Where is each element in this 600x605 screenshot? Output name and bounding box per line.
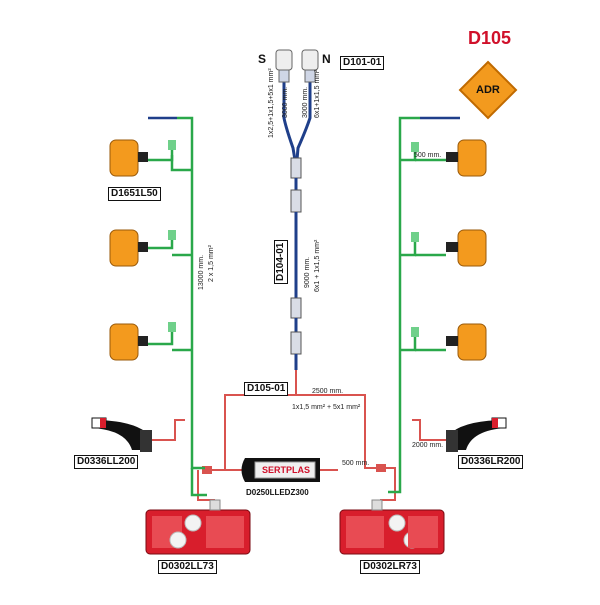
- adr-badge: [458, 60, 518, 120]
- label-main-harness: D101-01: [340, 56, 385, 70]
- outline-lamp-right: [412, 417, 507, 452]
- polarity-s: S: [258, 52, 267, 66]
- diagram-title: D105: [468, 28, 512, 48]
- plate-lamp: [241, 458, 320, 482]
- side-marker-lamps-right: [446, 139, 487, 361]
- plug-left: [202, 466, 212, 474]
- label-rear-left: D0302LL73: [158, 560, 217, 574]
- label-side-marker-left: D1651L50: [108, 187, 161, 201]
- label-extension: D104-01: [274, 239, 288, 284]
- polarity-n: N: [322, 52, 331, 66]
- text-plate-stub: 500 mm.: [342, 460, 370, 467]
- text-right-harness-spec: 6x1+1x1,5 mm²: [314, 69, 321, 118]
- plug-side-l1: [168, 140, 176, 150]
- text-extension-length: 9000 mm.: [304, 256, 311, 288]
- text-outline-stub: 2000 mm.: [412, 442, 444, 449]
- text-branch-length: 2500 mm.: [312, 388, 344, 395]
- text-branch-spec: 1x1,5 mm² + 5x1 mm²: [292, 404, 361, 411]
- branch-wires: [197, 370, 396, 501]
- text-side-spec: 2 x 1,5 mm²: [208, 245, 215, 282]
- label-outline-right: D0336LR200: [458, 455, 524, 469]
- side-marker-lamps-left: [109, 139, 148, 361]
- main-harness: [282, 82, 312, 161]
- text-marker-stub: 500 mm.: [414, 152, 442, 159]
- adr-badge-label: ADR: [476, 84, 500, 96]
- text-left-harness-spec: 1x2,5+1x1,5+5x1 mm²: [268, 68, 275, 138]
- text-extension-spec: 6x1 + 1x1,5 mm²: [314, 239, 321, 292]
- center-spine: [290, 157, 302, 370]
- plug-right: [376, 464, 386, 472]
- plug-side-r3: [411, 327, 419, 337]
- plug-side-r1: [411, 142, 419, 152]
- rear-lamp-left: [145, 499, 251, 555]
- connector-n: [301, 49, 319, 83]
- brand-logo: SERTPLAS: [262, 465, 311, 475]
- label-branch: D105-01: [244, 382, 289, 396]
- label-rear-right: D0302LR73: [360, 560, 420, 574]
- rear-lamp-right: [339, 499, 445, 555]
- text-side-length: 13000 mm.: [198, 254, 205, 290]
- text-left-harness-length: 3000 mm.: [282, 86, 289, 118]
- text-right-harness-length: 3000 mm.: [302, 86, 309, 118]
- plug-side-l2: [168, 230, 176, 240]
- plug-side-l3: [168, 322, 176, 332]
- connector-s: [275, 49, 293, 83]
- green-wires-right: [388, 116, 446, 494]
- outline-lamp-left: [91, 417, 185, 452]
- label-outline-left: D0336LL200: [74, 455, 139, 469]
- label-plate-lamp: D0250LLEDZ300: [246, 488, 309, 497]
- plug-side-r2: [411, 232, 419, 242]
- green-wires-left: [147, 116, 207, 497]
